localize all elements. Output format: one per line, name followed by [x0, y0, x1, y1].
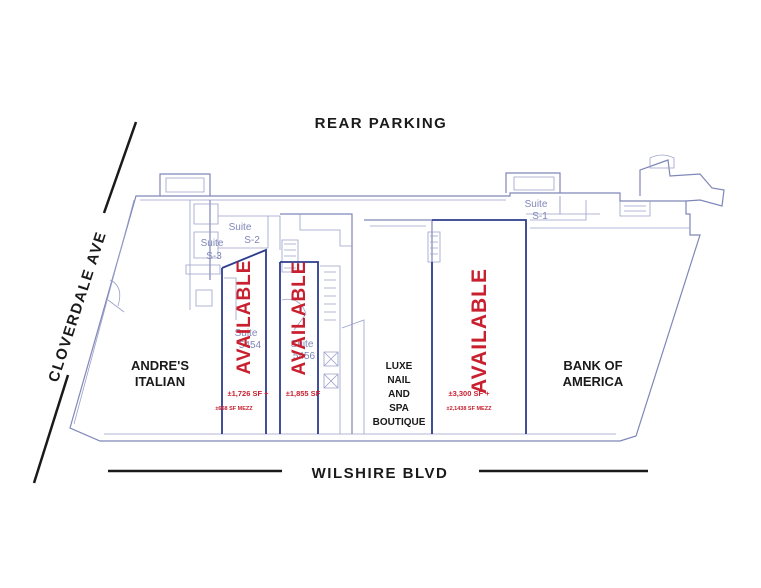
bank-of-america-label-1: BANK OF [563, 358, 622, 373]
unit3-available-label: AVAILABLE [468, 268, 491, 394]
cloverdale-ave-label: CLOVERDALE AVE [45, 229, 110, 384]
cloverdale-street-line-upper [102, 121, 138, 214]
luxe-label-5-visible: BOUTIQUE [373, 417, 426, 428]
andres-italian-label-1: ANDRE'S [131, 358, 189, 373]
suite-5456-label-b: 5456 [293, 351, 316, 362]
unit2-sf-label: ±1,855 SF [286, 389, 321, 398]
suite-s2-label-b: S-2 [244, 235, 260, 246]
interior-walls [107, 196, 690, 434]
suite-5454-label-a: Suite [235, 328, 258, 339]
suite-5454-label-b: 5454 [239, 340, 262, 351]
suite-5456-label-a: Suite [291, 339, 314, 350]
luxe-label-3: AND [388, 389, 410, 400]
rear-parking-label: REAR PARKING [315, 115, 448, 132]
luxe-label-2: NAIL [387, 375, 410, 386]
unit3-sf-label: ±3,300 SF + [448, 389, 490, 398]
unit3-mezz-label: ±2,1438 SF MEZZ [447, 406, 493, 412]
bank-of-america-label-2: AMERICA [563, 374, 624, 389]
luxe-label-4: SPA [389, 403, 409, 414]
andres-italian-label-2: ITALIAN [135, 374, 185, 389]
unit1-mezz-label: ±668 SF MEZZ [215, 406, 253, 412]
unit1-sf-label: ±1,726 SF + [227, 389, 269, 398]
suite-s3-label-a: Suite [201, 238, 224, 249]
unit1-available-label: AVAILABLE [234, 260, 255, 375]
luxe-label-1: LUXE [386, 361, 413, 372]
suite-s2-label-a: Suite [229, 222, 252, 233]
suite-s1-label-a: Suite [525, 199, 548, 210]
cloverdale-street-line-lower [32, 374, 70, 484]
suite-s3-label-b: S-3 [206, 251, 222, 262]
building-outline [69, 154, 725, 442]
wilshire-blvd-label: WILSHIRE BLVD [312, 465, 449, 482]
suite-s1-label-b: S-1 [532, 211, 548, 222]
unit2-available-label: AVAILABLE [289, 261, 310, 376]
